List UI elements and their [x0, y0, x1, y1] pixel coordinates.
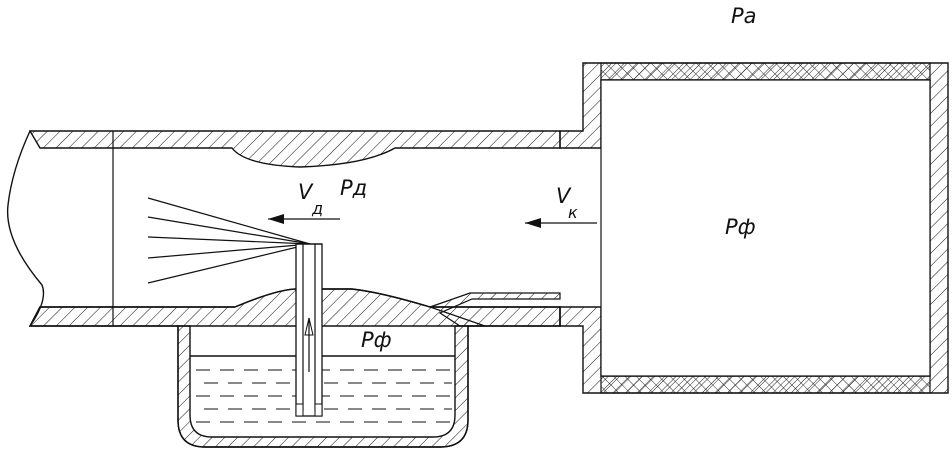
fuel-dashes: [196, 369, 452, 423]
label-diffuser-velocity-subscript: д: [311, 199, 323, 218]
pipe-break-edge: [6, 130, 45, 327]
filter-element-top: [600, 62, 931, 81]
label-air-filter-pressure: Pф: [725, 215, 756, 239]
label-inlet-velocity: V: [556, 184, 572, 208]
lower-pipe-wall: [28, 288, 561, 448]
label-inlet-velocity-subscript: к: [568, 203, 578, 222]
label-float-chamber-pressure: Pф: [361, 328, 392, 352]
fuel-spray: [147, 197, 311, 284]
velocity-arrow-inlet: [525, 218, 597, 228]
air-filter-box: [559, 62, 949, 394]
label-ambient-pressure: Pa: [731, 4, 757, 28]
fuel-jet-tube: [295, 243, 323, 417]
label-diffuser-velocity: V: [298, 180, 314, 204]
balance-tube: [428, 292, 561, 327]
upper-pipe-wall: [28, 130, 561, 168]
float-chamber: [177, 325, 469, 448]
label-diffuser-pressure: Pд: [340, 176, 367, 200]
filter-element-bottom: [600, 375, 931, 394]
velocity-arrow-diffuser: [268, 214, 340, 224]
